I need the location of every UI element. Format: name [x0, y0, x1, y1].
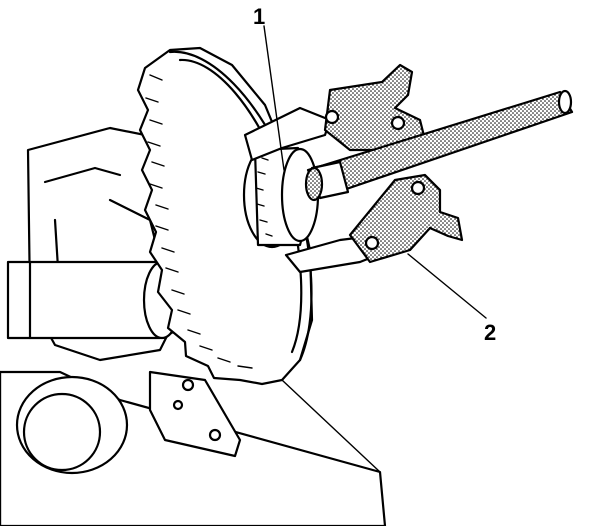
bearing-puller: [243, 63, 574, 274]
leader-lines: [263, 25, 487, 473]
callout-2: 2: [484, 320, 496, 345]
callout-1: 1: [253, 4, 265, 29]
bearing: [242, 141, 320, 249]
